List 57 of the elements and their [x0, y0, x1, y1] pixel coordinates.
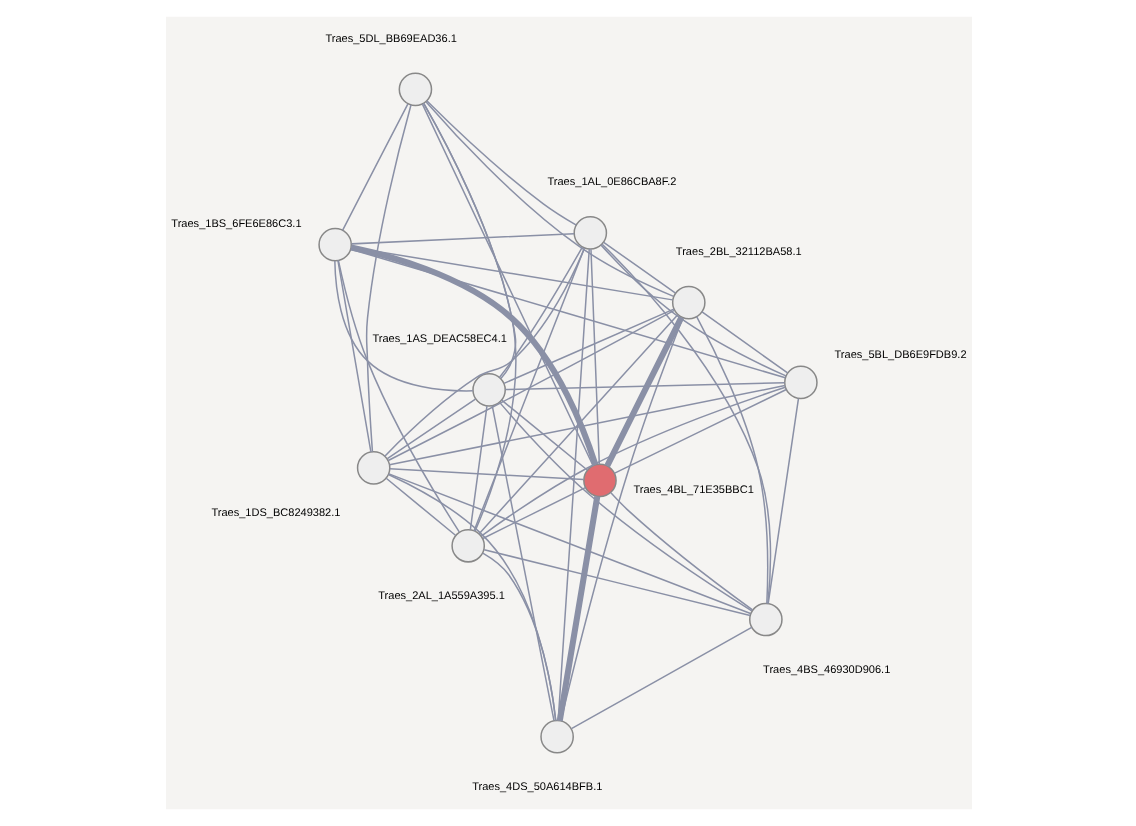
- connector: [482, 548, 750, 617]
- connector: [612, 388, 787, 474]
- connector: [490, 404, 554, 722]
- connector: [694, 315, 768, 605]
- connector: [766, 397, 799, 605]
- connector: [499, 399, 587, 471]
- connector: [384, 477, 456, 537]
- connector: [424, 101, 674, 298]
- connector: [601, 241, 676, 294]
- node-circle: [317, 227, 352, 262]
- connector: [333, 260, 473, 392]
- connector: [383, 247, 585, 457]
- connector: [421, 102, 516, 380]
- connector: [387, 384, 785, 466]
- connector: [609, 492, 753, 611]
- connector: [364, 104, 411, 453]
- node-circle: [355, 451, 390, 485]
- connector: [477, 313, 678, 535]
- connector: [603, 315, 684, 468]
- connector: [388, 468, 584, 481]
- node-circle: [783, 365, 817, 400]
- connector: [348, 248, 786, 379]
- connector: [481, 486, 586, 540]
- connector: [421, 102, 516, 532]
- node-circle: [670, 285, 705, 320]
- connector: [497, 401, 752, 612]
- connector: [349, 244, 598, 466]
- node-circle: [397, 72, 432, 107]
- node-circle: [471, 373, 505, 407]
- connector: [700, 311, 788, 374]
- connector: [502, 308, 674, 385]
- node-circle: [572, 216, 607, 250]
- node-circle: [450, 528, 485, 563]
- connector: [425, 100, 576, 226]
- connector: [336, 259, 371, 453]
- connector: [599, 244, 786, 377]
- node-circle: [748, 602, 782, 637]
- connector: [497, 246, 583, 379]
- connector: [479, 386, 786, 537]
- connector: [387, 473, 751, 615]
- connector: [589, 248, 600, 465]
- connector: [472, 247, 585, 532]
- connector: [468, 405, 487, 531]
- node-circle: [582, 463, 616, 498]
- connector: [336, 259, 459, 533]
- connector: [569, 626, 752, 730]
- connector: [385, 398, 476, 460]
- connector: [420, 103, 593, 467]
- connector: [386, 309, 674, 462]
- connector: [340, 103, 408, 232]
- connector: [349, 232, 574, 245]
- connector: [386, 473, 556, 722]
- connector: [600, 243, 771, 605]
- connector: [503, 382, 785, 391]
- connector: [556, 248, 590, 722]
- node-circle: [539, 719, 573, 754]
- connector: [555, 495, 600, 722]
